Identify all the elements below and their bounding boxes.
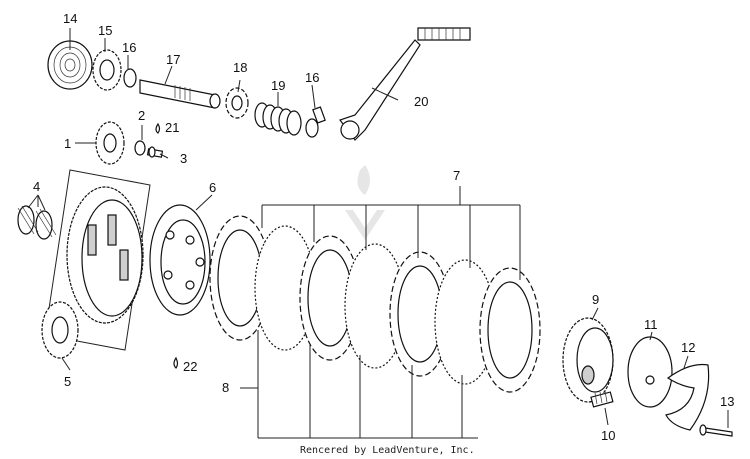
drop-part-21 <box>155 122 161 134</box>
drop-part-22 <box>173 356 179 369</box>
part-label: 5 <box>64 374 71 389</box>
part-label: 16 <box>122 40 136 55</box>
leader-lines <box>27 28 729 439</box>
washer-part <box>123 68 137 88</box>
spring-part <box>254 102 302 136</box>
part-label: 3 <box>180 151 187 166</box>
bolt-part-3 <box>146 146 164 158</box>
watermark-logo <box>345 165 385 240</box>
part-labels: 14 15 16 17 18 19 16 20 1 2 21 3 4 6 7 8… <box>33 11 734 443</box>
part-label: 7 <box>453 168 460 183</box>
part-label: 22 <box>183 359 197 374</box>
idler-gear-part <box>95 121 125 165</box>
part-label: 21 <box>165 120 179 135</box>
part-label: 2 <box>138 108 145 123</box>
part-label: 8 <box>222 380 229 395</box>
part-label: 12 <box>681 340 695 355</box>
hub-bolt-part <box>699 424 733 437</box>
clutch-plates-part <box>209 215 541 393</box>
washer-part-2 <box>305 118 319 138</box>
clutch-hub-part <box>562 317 614 403</box>
part-label: 17 <box>166 52 180 67</box>
ratchet-part <box>225 87 249 119</box>
part-label: 10 <box>601 428 615 443</box>
pressure-plate-part <box>149 204 211 316</box>
part-label: 18 <box>233 60 247 75</box>
part-label: 19 <box>271 78 285 93</box>
part-label: 14 <box>63 11 77 26</box>
part-label: 13 <box>720 394 734 409</box>
credit-text: Rencered by LeadVenture, Inc. <box>300 445 475 456</box>
part-label: 16 <box>305 70 319 85</box>
kick-lever-part <box>312 27 471 141</box>
part-label: 11 <box>644 317 658 332</box>
kick-gear-part <box>92 49 122 91</box>
primary-gear-part <box>41 301 79 359</box>
part-label: 15 <box>98 23 112 38</box>
part-label: 4 <box>33 179 40 194</box>
part-label: 1 <box>64 136 71 151</box>
part-label: 9 <box>592 292 599 307</box>
lock-plate-part <box>665 363 710 431</box>
part-label: 20 <box>414 94 428 109</box>
clutch-springs-part <box>590 390 614 408</box>
clutch-basket-part <box>44 169 151 351</box>
spring-plate-part <box>627 336 673 408</box>
small-washer-part <box>134 140 146 156</box>
kick-shaft-part <box>139 79 221 109</box>
needle-bearing-part <box>17 205 57 240</box>
part-label: 6 <box>209 180 216 195</box>
